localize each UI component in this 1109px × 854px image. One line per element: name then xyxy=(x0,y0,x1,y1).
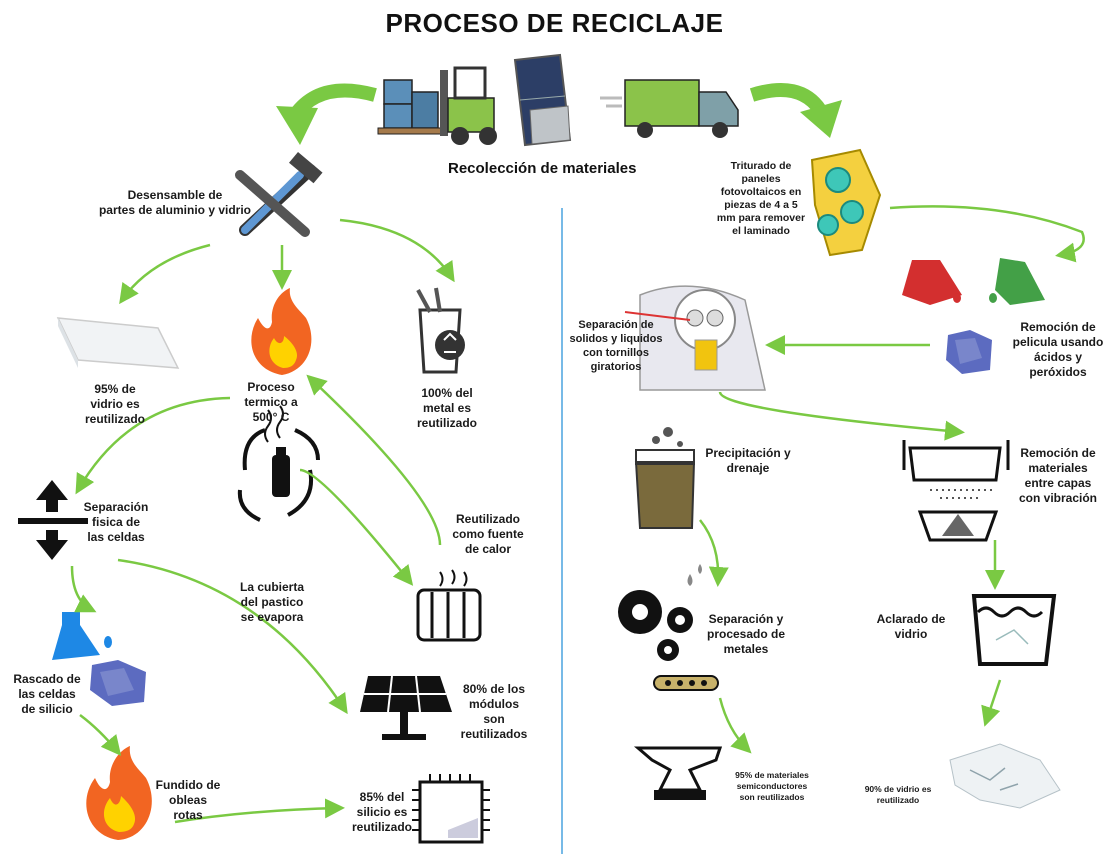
acid-flasks-icon xyxy=(902,258,1045,305)
semiconductor-reuse-label: 95% de materiales semiconductores son re… xyxy=(735,770,809,802)
scraping-label: Rascado de las celdas de silicio xyxy=(13,672,81,716)
conveyor-icon xyxy=(653,675,719,691)
big-arrow-right xyxy=(749,83,826,115)
crushed-pieces-icon-right xyxy=(946,330,992,374)
glass-reuse-label: 95% de vidrio es reutilizado xyxy=(84,382,145,426)
fire-icon-melting xyxy=(86,746,152,840)
separation-arrows-icon xyxy=(18,480,88,560)
film-removal-label: Remoción de pelicula usando ácidos y per… xyxy=(1012,320,1104,379)
collection-label: Recolección de materiales xyxy=(448,160,637,177)
silicon-reuse-label: 85% del silicio es reutilizado xyxy=(351,790,412,834)
radiator-icon xyxy=(416,569,482,642)
shredding-label: Triturado de paneles fotovoltaicos en pi… xyxy=(716,160,806,237)
glass-90-reuse-label: 90% de vidrio es reutilizado xyxy=(864,784,932,805)
glass-rinse-label: Aclarado de vidrio xyxy=(876,612,946,641)
anvil-icon xyxy=(633,746,723,800)
thermal-label: Proceso termico a 500° C xyxy=(244,380,298,424)
separation-label: Separación fisica de las celdas xyxy=(83,500,149,544)
glass-sheet-icon xyxy=(56,317,180,369)
page-title: PROCESO DE RECICLAJE xyxy=(385,8,724,38)
metal-reuse-label: 100% del metal es reutilizado xyxy=(416,386,477,430)
solid-liquid-label: Separación de solidos y liquidos con tor… xyxy=(569,319,663,373)
plastic-evaporates-label: La cubierta del pastico se evapora xyxy=(239,580,305,624)
precipitation-label: Precipitación y drenaje xyxy=(705,446,791,475)
crushed-glass-icon xyxy=(949,743,1061,809)
solar-panel-icon xyxy=(513,53,572,147)
solar-module-icon xyxy=(360,675,452,740)
recycle-bin-icon xyxy=(416,287,465,374)
silicon-chip-icon xyxy=(412,774,490,844)
separator-machine-icon xyxy=(624,285,766,391)
bottle-recycle-icon xyxy=(237,405,320,522)
layer-removal-label: Remoción de materiales entre capas con v… xyxy=(1018,446,1098,505)
crusher-icon xyxy=(810,148,882,257)
fire-icon-thermal xyxy=(251,288,312,375)
truck-icon xyxy=(600,79,739,138)
tools-icon xyxy=(235,151,323,237)
disassembly-label: Desensamble de partes de aluminio y vidr… xyxy=(98,188,252,217)
modules-reuse-label: 80% de los módulos son reutilizados xyxy=(460,682,528,741)
vibration-tray-icon xyxy=(902,440,1010,542)
heat-reuse-label: Reutilizado como fuente de calor xyxy=(452,512,524,556)
big-arrow-left-head xyxy=(276,106,318,145)
gears-icon xyxy=(618,564,702,661)
flow-arrows xyxy=(70,205,1085,824)
forklift-icon xyxy=(440,66,497,145)
beaker-icon xyxy=(634,427,696,529)
melting-label: Fundido de obleas rotas xyxy=(155,778,221,822)
metal-processing-label: Separación y procesado de metales xyxy=(706,612,786,656)
crushed-pieces-icon-left xyxy=(90,660,146,706)
blue-flask-icon xyxy=(52,612,112,660)
rinse-container-icon xyxy=(971,594,1057,666)
big-arrow-right-head xyxy=(800,100,842,138)
boxes-icon xyxy=(377,79,445,135)
